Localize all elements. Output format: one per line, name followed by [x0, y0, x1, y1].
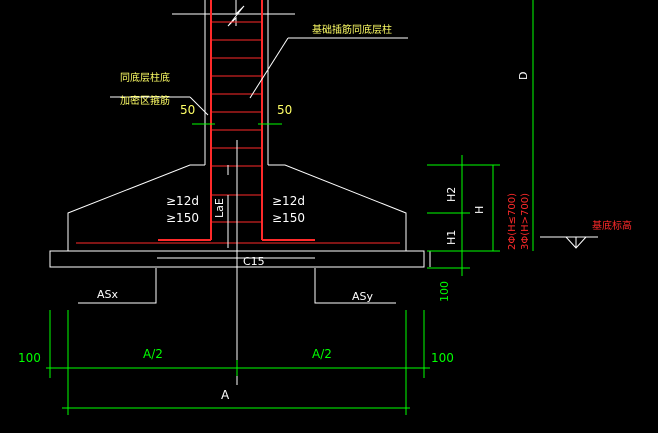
leaders	[110, 37, 598, 385]
cushion-grade: C15	[243, 255, 265, 268]
total-width: A	[221, 388, 230, 402]
cover-right: 50	[277, 103, 292, 117]
stirrup-rule-2: 3Φ(H>700)	[520, 193, 531, 250]
rebar-y-label: ASy	[352, 290, 374, 303]
offset-right: 100	[431, 351, 454, 365]
stirrup-rule-1: 2Φ(H≤700)	[507, 193, 518, 250]
half-width-right: A/2	[312, 347, 332, 361]
rebar	[76, 0, 400, 244]
anchor-right-2: ≥150	[272, 211, 305, 225]
cushion-thickness: 100	[438, 281, 451, 302]
cover-left: 50	[180, 103, 195, 117]
column-outline	[172, 0, 295, 165]
height-total: H	[473, 206, 486, 214]
column-rebar-note: 基础插筋同底层柱	[312, 23, 392, 36]
height-upper: H2	[445, 187, 458, 202]
height-lower: H1	[445, 230, 458, 245]
depth-label: D	[517, 72, 530, 80]
foundation-base-label: 基底标高	[592, 219, 632, 232]
ground-floor-note-1: 同底层柱底	[120, 71, 170, 84]
anchor-left-2: ≥150	[166, 211, 199, 225]
anchor-right-1: ≥12d	[272, 194, 305, 208]
offset-left: 100	[18, 351, 41, 365]
labels: 基础插筋同底层柱 同底层柱底 加密区箍筋 50 50 ≥12d ≥150 ≥12…	[18, 23, 632, 402]
ground-floor-note-2: 加密区箍筋	[120, 94, 170, 107]
half-width-left: A/2	[143, 347, 163, 361]
anchorage-length: LaE	[213, 198, 226, 218]
anchor-left-1: ≥12d	[166, 194, 199, 208]
dimensions	[46, 0, 534, 415]
rebar-x-label: ASx	[97, 288, 119, 301]
